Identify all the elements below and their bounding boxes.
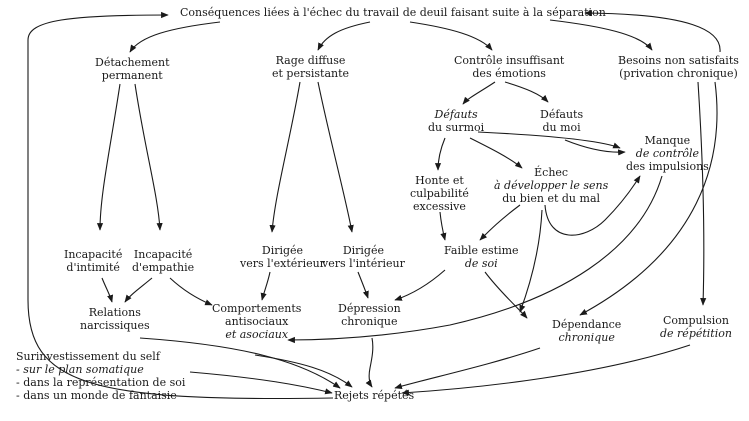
edge-besoins-to-compulsion bbox=[697, 81, 707, 306]
node-surinvestissement: Surinvestissement du self - sur le plan … bbox=[16, 350, 186, 402]
edge-top-to-rage bbox=[317, 21, 371, 51]
edge-detachement-to-intimite bbox=[96, 83, 121, 231]
edge-int-to-depression bbox=[357, 271, 369, 299]
node-rage: Rage diffuse et persistante bbox=[272, 54, 350, 80]
edge-ext-to-comportements bbox=[260, 271, 271, 301]
edge-surmoi-to-manque bbox=[477, 131, 621, 149]
edge-intimite-to-relations bbox=[101, 277, 114, 303]
node-manque: Manque de contrôle des impulsions bbox=[626, 134, 709, 173]
edge-top-to-detachement bbox=[129, 21, 221, 53]
edge-left-loop bbox=[27, 11, 334, 400]
node-consequences: Conséquences liées à l'échec du travail … bbox=[180, 6, 606, 19]
edge-echec-to-faible bbox=[479, 204, 521, 241]
edge-echec-loop-to-manque bbox=[544, 175, 641, 236]
node-rejets: Rejets répétés bbox=[334, 389, 415, 402]
edge-controle-to-surmoi bbox=[462, 81, 496, 105]
node-dirigee-exterieur: Dirigée vers l'extérieur bbox=[240, 244, 325, 270]
edge-rage-to-ext bbox=[269, 81, 301, 233]
node-depression: Dépression chronique bbox=[338, 302, 401, 328]
edge-depression-to-rejets bbox=[365, 337, 374, 388]
edge-surinvest-to-rejets bbox=[189, 371, 333, 395]
node-dirigee-interieur: Dirigée vers l'intérieur bbox=[322, 244, 405, 270]
edge-manque-to-comportements bbox=[287, 175, 663, 344]
edge-dependance-to-rejets bbox=[394, 347, 541, 390]
node-honte: Honte et culpabilité excessive bbox=[410, 174, 469, 213]
edge-faible-to-depression bbox=[394, 269, 446, 301]
edge-detachement-to-empathie bbox=[134, 83, 163, 231]
edge-faible-to-dependance bbox=[484, 271, 528, 319]
edge-top-to-controle bbox=[409, 21, 493, 51]
node-incapacite-empathie: Incapacité d'empathie bbox=[132, 248, 195, 274]
node-dependance: Dépendance chronique bbox=[552, 318, 622, 344]
edge-comportements-to-rejets bbox=[254, 354, 353, 388]
node-detachement: Détachement permanent bbox=[95, 56, 170, 82]
node-compulsion: Compulsion de répétition bbox=[660, 314, 732, 340]
edge-compulsion-to-rejets bbox=[401, 344, 691, 396]
node-controle: Contrôle insuffisant des émotions bbox=[454, 54, 565, 80]
edge-surmoi-to-honte bbox=[434, 137, 446, 171]
edge-rage-to-int bbox=[317, 81, 354, 233]
node-echec: Échec à développer le sens du bien et du… bbox=[494, 166, 609, 205]
edge-surmoi-to-echec bbox=[469, 137, 523, 169]
node-comportements: Comportements antisociaux et asociaux bbox=[212, 302, 302, 341]
edge-relations-to-rejets bbox=[139, 337, 341, 389]
node-faible-estime: Faible estime de soi bbox=[444, 244, 519, 270]
edge-honte-to-faible bbox=[439, 211, 447, 241]
node-besoins: Besoins non satisfaits (privation chroni… bbox=[618, 54, 739, 80]
node-incapacite-intimite: Incapacité d'intimité bbox=[64, 248, 123, 274]
edge-controle-to-moi bbox=[504, 81, 549, 103]
edge-empathie-to-comportements bbox=[169, 277, 213, 306]
edge-top-to-besoins bbox=[549, 19, 653, 51]
edge-besoins-to-dependance bbox=[579, 81, 718, 316]
node-defauts-surmoi: Défauts du surmoi bbox=[428, 108, 485, 134]
edge-besoins-to-top bbox=[584, 9, 721, 53]
edge-empathie-to-relations bbox=[124, 277, 153, 303]
edge-moi-to-manque bbox=[564, 139, 626, 156]
node-relations: Relations narcissiques bbox=[80, 306, 150, 332]
node-defauts-moi: Défauts du moi bbox=[540, 108, 584, 134]
